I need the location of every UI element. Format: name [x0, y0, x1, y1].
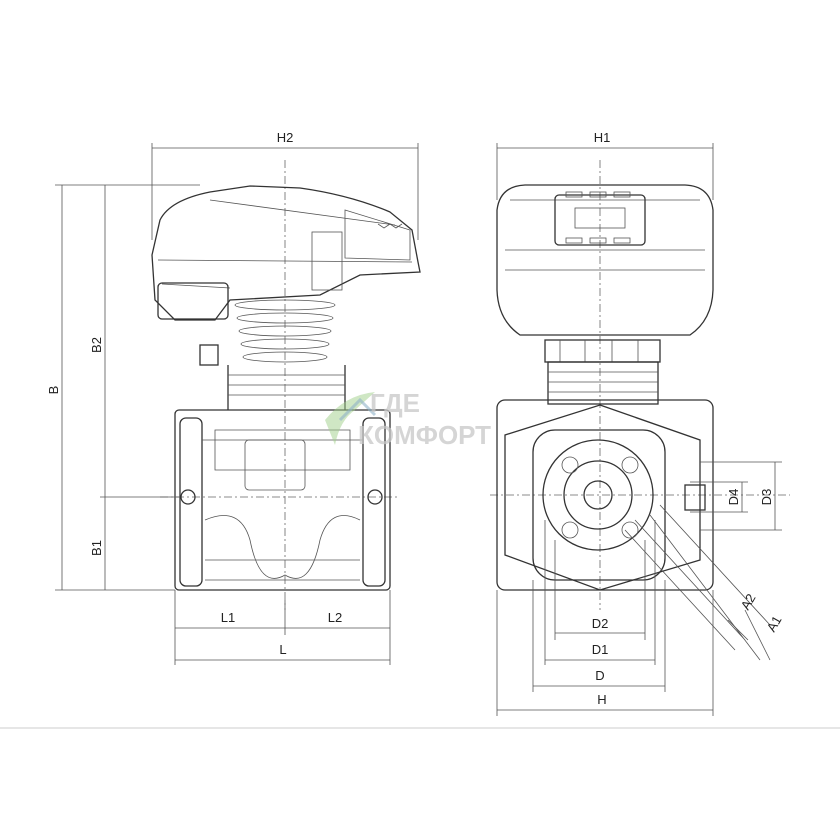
- dim-label-d2: D2: [592, 616, 609, 631]
- dim-label-b: B: [46, 386, 61, 395]
- side-view: [151, 160, 421, 610]
- watermark-line2: КОМФОРТ: [358, 420, 491, 450]
- watermark-line1: ГДЕ: [370, 388, 420, 418]
- dim-label-b1: B1: [89, 540, 104, 556]
- front-view: [490, 160, 790, 610]
- dim-label-b2: B2: [89, 337, 104, 353]
- dim-label-l1: L1: [221, 610, 235, 625]
- dim-label-d4: D4: [726, 489, 741, 506]
- dim-label-h: H: [597, 692, 606, 707]
- dim-label-l2: L2: [328, 610, 342, 625]
- watermark-logo: ГДЕ КОМФОРТ: [325, 388, 491, 450]
- dim-label-a2: A2: [738, 591, 759, 612]
- dim-label-d1: D1: [592, 642, 609, 657]
- dim-label-h2: H2: [277, 130, 294, 145]
- dim-label-l: L: [279, 642, 286, 657]
- dim-label-d3: D3: [759, 489, 774, 506]
- dim-label-a1: A1: [764, 613, 785, 634]
- dimension-lines: [55, 143, 782, 716]
- dim-label-d: D: [595, 668, 604, 683]
- dim-label-h1: H1: [594, 130, 611, 145]
